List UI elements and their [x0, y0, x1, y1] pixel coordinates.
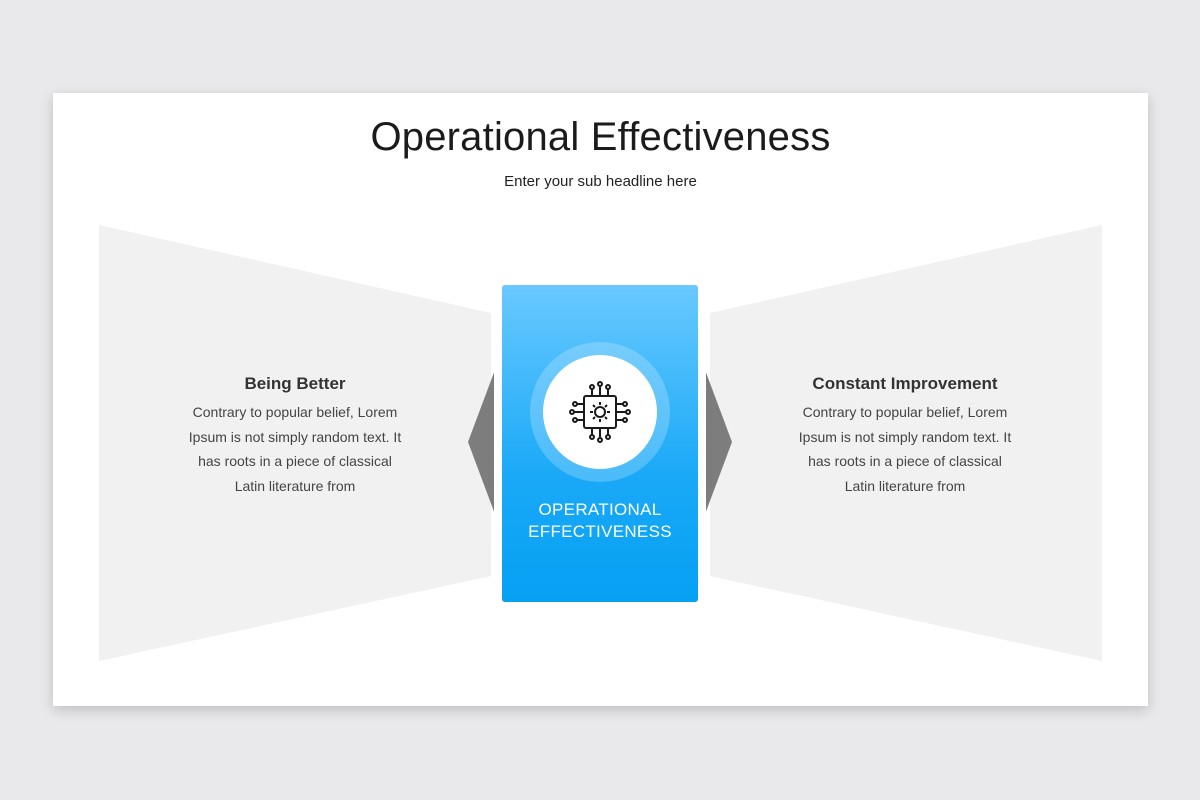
card-label-line1: OPERATIONAL — [538, 500, 662, 519]
icon-circle — [543, 355, 657, 469]
circuit-gear-icon — [569, 381, 631, 443]
center-card: OPERATIONAL EFFECTIVENESS — [502, 285, 698, 602]
left-heading: Being Better — [244, 374, 346, 393]
card-label: OPERATIONAL EFFECTIVENESS — [502, 499, 698, 543]
right-heading: Constant Improvement — [812, 374, 998, 393]
left-panel — [99, 225, 491, 661]
page-title: Operational Effectiveness — [370, 115, 831, 159]
icon-ring — [530, 342, 670, 482]
left-arrow-shape — [468, 351, 502, 533]
slide: Operational Effectiveness Enter your sub… — [53, 93, 1148, 706]
right-body: Contrary to popular belief, Lorem Ipsum … — [798, 404, 1012, 494]
right-column: Constant Improvement Contrary to popular… — [795, 374, 1015, 498]
right-panel — [710, 225, 1102, 661]
card-label-line2: EFFECTIVENESS — [528, 522, 672, 541]
right-arrow-shape — [698, 351, 732, 533]
left-column: Being Better Contrary to popular belief,… — [185, 374, 405, 498]
page-subtitle: Enter your sub headline here — [504, 173, 697, 190]
bowtie-backdrop — [99, 225, 1102, 661]
left-body: Contrary to popular belief, Lorem Ipsum … — [188, 404, 402, 494]
